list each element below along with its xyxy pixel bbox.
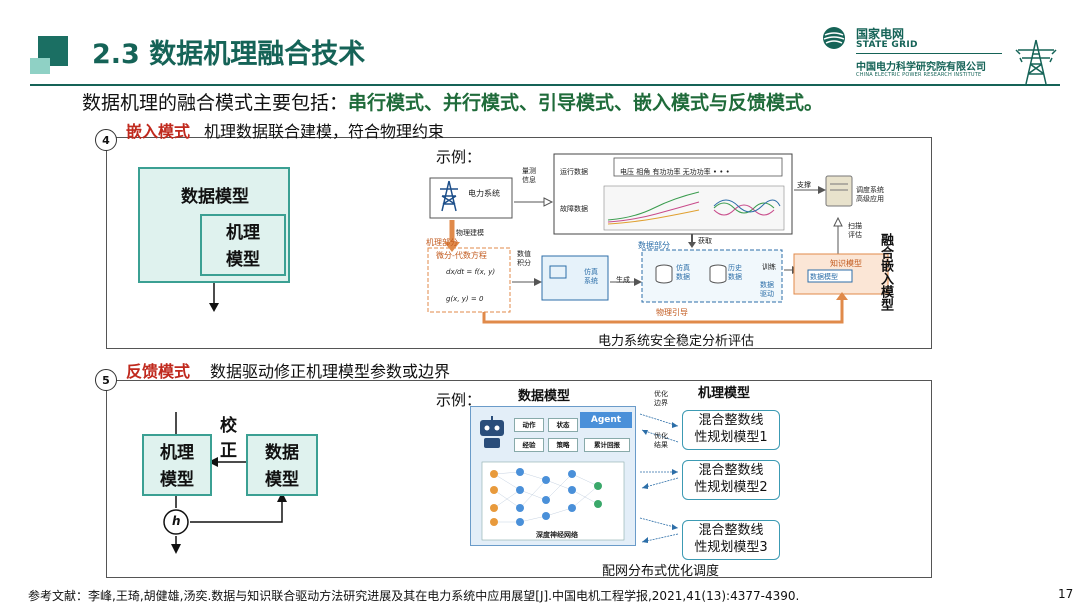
mechanism-model-block: 机理 模型 xyxy=(200,214,286,276)
mechanism-label-1: 机理 xyxy=(226,223,260,243)
feedback-data-block: 数据 模型 xyxy=(246,434,318,496)
data-driven-label: 数据 驱动 xyxy=(760,281,774,299)
logo-text-cn: 国家电网 xyxy=(856,27,905,41)
embedded-caption: 电力系统安全稳定分析评估 xyxy=(598,334,755,349)
knowledge-model-label: 知识模型 xyxy=(830,259,862,268)
power-tower-icon xyxy=(440,180,458,212)
h-symbol: h xyxy=(172,514,181,528)
institute-name: 中国电力科学研究院有限公司 xyxy=(856,62,986,73)
embedded-mode-desc: 机理数据联合建模，符合物理约束 xyxy=(204,122,445,141)
physics-guide-label: 物理引导 xyxy=(656,308,688,317)
tag-action: 动作 xyxy=(514,418,544,432)
sim-data-label: 仿真 数据 xyxy=(676,264,690,282)
state-grid-logo-icon xyxy=(823,27,845,49)
page-title: 2.3 数据机理融合技术 xyxy=(92,39,366,70)
mode-number-badge: 5 xyxy=(95,369,117,391)
correct-label-2: 正 xyxy=(220,441,237,461)
mechanism-label-2: 模型 xyxy=(226,250,260,271)
feedback-mode-title: 反馈模式 xyxy=(126,362,191,381)
data-model-title: 数据模型 xyxy=(518,389,571,404)
output-arrow xyxy=(209,283,219,312)
tag-experience: 经验 xyxy=(514,438,544,452)
get-label: 获取 xyxy=(698,237,712,245)
title-decoration-square-light xyxy=(30,58,50,74)
mech-part-label: 机理部分 xyxy=(426,238,458,247)
mip-model-3: 混合整数线 性规划模型3 xyxy=(682,520,780,560)
mech-model-title: 机理模型 xyxy=(698,386,751,401)
tag-strategy: 策略 xyxy=(548,438,578,452)
feedback-data-label-2: 模型 xyxy=(265,470,299,491)
scan-eval-label: 扫描 评估 xyxy=(848,222,862,240)
intro-modes: 串行模式、并行模式、引导模式、嵌入模式与反馈模式。 xyxy=(348,92,824,114)
numeric-integral-label: 数值 积分 xyxy=(517,250,531,268)
equation-1: dx/dt = f(x, y) xyxy=(446,268,496,276)
neural-network-graphic xyxy=(481,461,625,541)
mip-model-1: 混合整数线 性规划模型1 xyxy=(682,410,780,450)
agent-mip-arrows xyxy=(639,413,679,543)
opt-boundary-label: 优化 边界 xyxy=(654,390,668,407)
feedback-mech-label-2: 模型 xyxy=(160,470,194,491)
robot-icon xyxy=(480,416,504,448)
transmission-tower-icon xyxy=(1015,39,1057,85)
dae-title: 微分-代数方程 xyxy=(436,251,487,260)
power-system-label: 电力系统 xyxy=(468,189,500,198)
page-number: 17 xyxy=(1058,587,1074,601)
fault-data-label: 故障数据 xyxy=(560,205,588,213)
intro-prefix: 数据机理的融合模式主要包括： xyxy=(82,92,349,114)
feedback-mechanism-block: 机理 模型 xyxy=(142,434,212,496)
logo-text-en: STATE GRID xyxy=(856,40,918,50)
inner-data-model-label: 数据模型 xyxy=(810,273,838,281)
feedback-mode-desc: 数据驱动修正机理模型参数或边界 xyxy=(210,362,451,381)
data-model-label: 数据模型 xyxy=(181,187,249,207)
embedded-example-diagram xyxy=(427,153,889,324)
correct-label-1: 校 xyxy=(220,416,237,436)
feedback-mech-label-1: 机理 xyxy=(160,443,194,463)
example-label-5: 示例： xyxy=(436,391,482,409)
logo-divider xyxy=(856,53,1002,54)
tag-state: 状态 xyxy=(548,418,578,432)
fusion-embed-label: 融合嵌入模型 xyxy=(878,233,893,311)
agent-badge: Agent xyxy=(580,412,632,428)
sim-system-label: 仿真 系统 xyxy=(584,268,598,286)
run-data-label: 运行数据 xyxy=(560,168,588,176)
support-label: 支撑 xyxy=(797,181,811,189)
feedback-loop-diagram xyxy=(163,412,287,554)
mip-model-2: 混合整数线 性规划模型2 xyxy=(682,460,780,500)
hist-data-label: 历史 数据 xyxy=(728,264,742,282)
equation-2: g(x, y) = 0 xyxy=(446,295,484,303)
data-part-label: 数据部分 xyxy=(638,241,670,250)
dispatch-system-label: 调度系统 高级应用 xyxy=(856,186,884,204)
embedded-mode-title: 嵌入模式 xyxy=(126,122,191,141)
dnn-label: 深度神经网络 xyxy=(536,531,578,539)
example-label-4: 示例： xyxy=(436,148,482,166)
feedback-data-label-1: 数据 xyxy=(265,443,299,463)
generate-label: 生成 xyxy=(616,276,630,284)
tag-cumulative-reward: 累计回报 xyxy=(584,438,630,452)
run-data-items: 电压 相角 有功功率 无功功率 • • • xyxy=(620,168,730,176)
institute-name-en: CHINA ELECTRIC POWER RESEARCH INSTITUTE xyxy=(856,72,982,78)
opt-result-label: 优化 结果 xyxy=(654,432,668,449)
mode-number-badge: 4 xyxy=(95,129,117,151)
measure-info-label: 量测 信息 xyxy=(522,167,536,184)
feedback-caption: 配网分布式优化调度 xyxy=(602,564,720,579)
physical-modeling-label: 物理建模 xyxy=(456,229,484,237)
train-label: 训练 xyxy=(762,263,776,271)
intro-text: 数据机理的融合模式主要包括：串行模式、并行模式、引导模式、嵌入模式与反馈模式。 xyxy=(82,88,823,115)
reference-citation: 参考文献：李峰,王琦,胡健雄,汤奕.数据与知识联合驱动方法研究进展及其在电力系统… xyxy=(28,589,800,603)
header-divider xyxy=(30,84,1060,86)
